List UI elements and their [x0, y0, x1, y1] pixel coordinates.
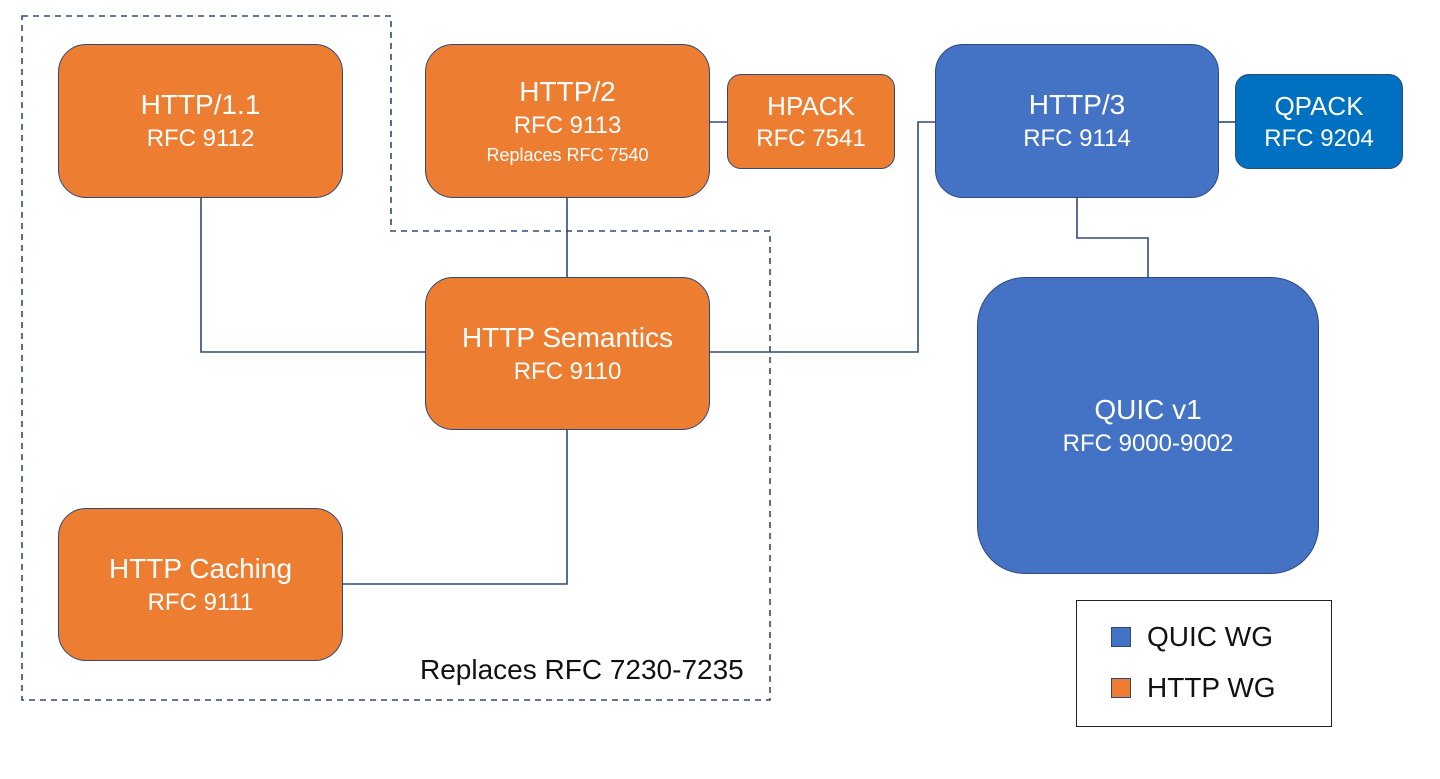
http3-rfc: RFC 9114 [1023, 125, 1131, 152]
http2-note: Replaces RFC 7540 [486, 145, 649, 165]
http-wg-group-boundary [21, 15, 771, 701]
legend-item-http-wg: HTTP WG [1111, 672, 1276, 704]
qpack-name: QPACK [1274, 90, 1364, 121]
quic-node: QUIC v1 RFC 9000-9002 [977, 277, 1319, 574]
semantics-name: HTTP Semantics [461, 321, 674, 353]
http3-name: HTTP/3 [1028, 89, 1126, 120]
legend-label-quic-wg: QUIC WG [1147, 621, 1273, 652]
legend-swatch-quic-wg [1111, 627, 1131, 647]
legend-label-http-wg: HTTP WG [1147, 672, 1276, 703]
http2-node: HTTP/2 RFC 9113 Replaces RFC 7540 [425, 44, 710, 198]
legend-swatch-http-wg [1111, 678, 1131, 698]
connector-http11-semantics [200, 198, 425, 353]
connector-semantics-caching [343, 430, 568, 585]
http2-name: HTTP/2 [519, 76, 616, 107]
http11-name: HTTP/1.1 [140, 89, 261, 120]
qpack-node: QPACK RFC 9204 [1235, 74, 1403, 169]
http3-node: HTTP/3 RFC 9114 [935, 44, 1219, 198]
caching-rfc: RFC 9111 [147, 588, 254, 616]
legend-item-quic-wg: QUIC WG [1111, 621, 1273, 653]
semantics-rfc: RFC 9110 [513, 357, 622, 385]
hpack-name: HPACK [767, 90, 855, 121]
group-label: Replaces RFC 7230-7235 [420, 654, 744, 685]
legend: QUIC WG HTTP WG [1076, 600, 1332, 727]
semantics-node: HTTP Semantics RFC 9110 [425, 277, 710, 430]
http11-node: HTTP/1.1 RFC 9112 [58, 44, 343, 198]
hpack-node: HPACK RFC 7541 [727, 74, 895, 169]
http2-rfc: RFC 9113 [513, 112, 622, 139]
connector-http3-quic [1076, 198, 1149, 277]
caching-name: HTTP Caching [108, 552, 293, 584]
http11-rfc: RFC 9112 [146, 125, 255, 152]
hpack-rfc: RFC 7541 [756, 124, 866, 152]
quic-name: QUIC v1 [1094, 393, 1202, 425]
caching-node: HTTP Caching RFC 9111 [58, 508, 343, 661]
connector-semantics-http3 [710, 121, 935, 353]
quic-rfc: RFC 9000-9002 [1062, 429, 1234, 457]
qpack-rfc: RFC 9204 [1264, 124, 1374, 152]
